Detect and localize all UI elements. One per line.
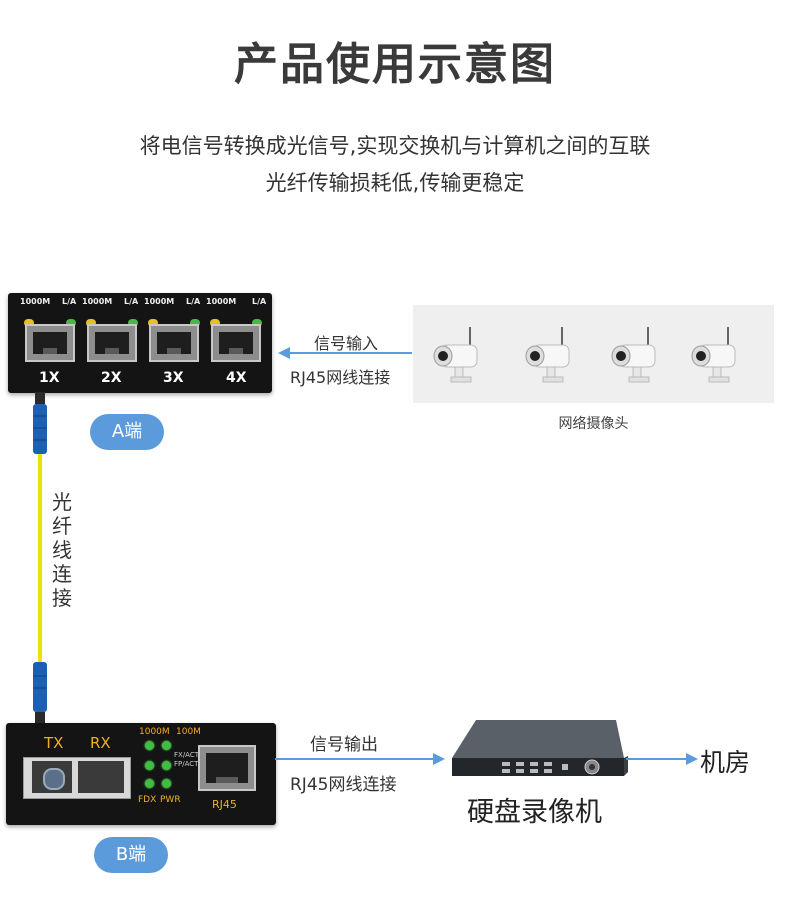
room-arrow: [626, 753, 698, 765]
rj45-port-1: [25, 324, 75, 362]
input-arrow: [278, 347, 412, 359]
switch-label-la-3: L/A: [186, 297, 201, 306]
room-label: 机房: [700, 748, 751, 777]
rj45-port-4: [211, 324, 261, 362]
led-green: [190, 319, 200, 327]
camera-panel: [413, 305, 774, 403]
fiber-label-char: 线: [52, 538, 72, 562]
fiber-label: 光 纤 线 连 接: [50, 490, 74, 610]
output-arrow: [275, 753, 445, 765]
end-b-badge: B端: [94, 837, 168, 873]
sc-fiber-port: [23, 757, 131, 799]
port-label-4: 4X: [226, 370, 247, 386]
camera-icon: [433, 327, 478, 383]
led-green: [66, 319, 76, 327]
nvr-label: 硬盘录像机: [467, 797, 602, 828]
rx-label: RX: [90, 734, 111, 752]
switch-label-speed-2: 1000M: [82, 297, 113, 306]
input-signal-label: 信号输入: [314, 334, 379, 353]
subtitle-line-2: 光纤传输损耗低,传输更稳定: [265, 171, 525, 195]
fx-act-label: FX/ACT: [174, 751, 200, 759]
led-yellow: [210, 319, 220, 327]
sc-port-rx: [78, 761, 124, 793]
nvr-device-icon: [452, 720, 628, 776]
led-green: [252, 319, 262, 327]
port-label-1: 1X: [39, 370, 60, 386]
switch-label-speed-4: 1000M: [206, 297, 237, 306]
speed-100-label: 100M: [176, 727, 201, 737]
led-yellow: [148, 319, 158, 327]
rj45-port-b: [198, 745, 256, 791]
rj45-port-3: [149, 324, 199, 362]
port-label-2: 2X: [101, 370, 122, 386]
page-title: 产品使用示意图: [234, 39, 556, 90]
pwr-label: PWR: [160, 795, 181, 805]
switch-a: 1000M L/A 1000M L/A 1000M L/A 1000M L/A …: [8, 293, 272, 393]
output-signal-label: 信号输出: [310, 735, 378, 755]
led-yellow: [86, 319, 96, 327]
led-fx-act: [145, 761, 154, 770]
camera-icon: [611, 327, 656, 383]
led-fp-act: [162, 761, 171, 770]
fiber-label-char: 光: [52, 490, 72, 514]
sc-port-tx: [32, 761, 72, 793]
led-1000m: [145, 741, 154, 750]
led-pwr: [162, 779, 171, 788]
tx-label: TX: [44, 734, 64, 752]
end-a-badge: A端: [90, 414, 164, 450]
led-100m: [162, 741, 171, 750]
led-yellow: [24, 319, 34, 327]
led-green: [128, 319, 138, 327]
fiber-label-char: 连: [52, 562, 72, 586]
output-rj45-label: RJ45网线连接: [290, 775, 397, 795]
sc-ferrule: [43, 768, 65, 790]
switch-label-la-1: L/A: [62, 297, 77, 306]
fp-act-label: FP/ACT: [174, 760, 199, 768]
switch-label-la-2: L/A: [124, 297, 139, 306]
cameras-caption: 网络摄像头: [558, 416, 629, 432]
fiber-label-char: 接: [52, 586, 72, 610]
input-rj45-label: RJ45网线连接: [290, 368, 391, 387]
switch-label-speed-1: 1000M: [20, 297, 51, 306]
camera-icon: [525, 327, 570, 383]
switch-label-la-4: L/A: [252, 297, 267, 306]
fdx-label: FDX: [138, 795, 157, 805]
fiber-cable: [33, 392, 47, 724]
rj45-port-2: [87, 324, 137, 362]
subtitle-line-1: 将电信号转换成光信号,实现交换机与计算机之间的互联: [139, 134, 651, 158]
led-fdx: [145, 779, 154, 788]
media-converter-b: TX RX 1000M 100M FX/ACT FP/ACT FDX PWR R…: [6, 723, 276, 825]
switch-label-speed-3: 1000M: [144, 297, 175, 306]
camera-icon: [691, 327, 736, 383]
fiber-label-char: 纤: [52, 514, 72, 538]
rj45-label: RJ45: [212, 798, 237, 811]
speed-1000-label: 1000M: [139, 727, 170, 737]
port-label-3: 3X: [163, 370, 184, 386]
